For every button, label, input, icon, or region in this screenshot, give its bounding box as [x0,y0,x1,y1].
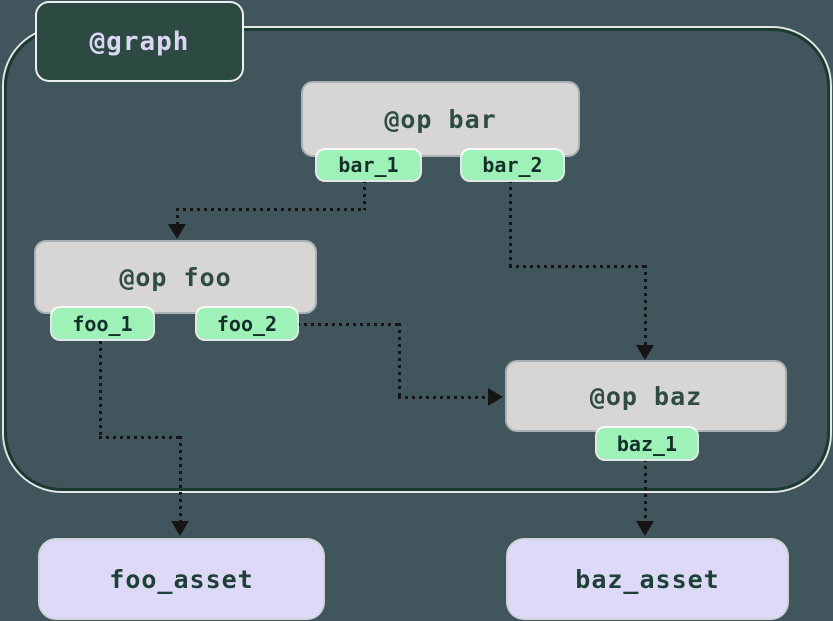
arrowhead-down-icon [171,521,189,536]
edge-segment [176,208,179,226]
edge-segment [509,180,512,267]
edge-segment [297,323,401,326]
arrowhead-down-icon [636,521,654,536]
edge-segment [179,436,182,523]
edge-segment [398,323,401,399]
output-tag-foo_2: foo_2 [197,308,297,339]
baz-asset-label: baz_asset [575,564,720,594]
asset-node-baz_asset: baz_asset [508,540,787,618]
edge-segment [99,436,182,439]
edge-segment [398,396,490,399]
op-node-baz: @op baz [507,362,785,430]
edge-segment [644,265,647,347]
op-node-bar: @op bar [303,83,578,155]
asset-node-foo_asset: foo_asset [40,540,323,618]
op-bar-label: @op bar [384,104,497,134]
foo-asset-label: foo_asset [109,564,254,594]
edge-segment [509,265,647,268]
op-node-foo: @op foo [36,242,315,312]
graph-badge-label: @graph [89,26,190,57]
edge-segment [644,459,647,523]
output-tag-bar_1: bar_1 [317,150,420,180]
output-tag-foo_1: foo_1 [52,308,153,339]
output-tag-bar_2: bar_2 [462,150,563,180]
arrowhead-down-icon [168,224,186,239]
edge-segment [363,180,366,210]
graph-badge: @graph [37,3,242,80]
edge-segment [99,341,102,439]
op-foo-label: @op foo [119,262,232,292]
arrowhead-down-icon [636,345,654,360]
op-baz-label: @op baz [589,381,703,411]
edge-segment [176,208,366,211]
graph-boundary [4,28,830,491]
arrowhead-right-icon [488,388,503,406]
output-tag-baz_1: baz_1 [597,428,697,459]
